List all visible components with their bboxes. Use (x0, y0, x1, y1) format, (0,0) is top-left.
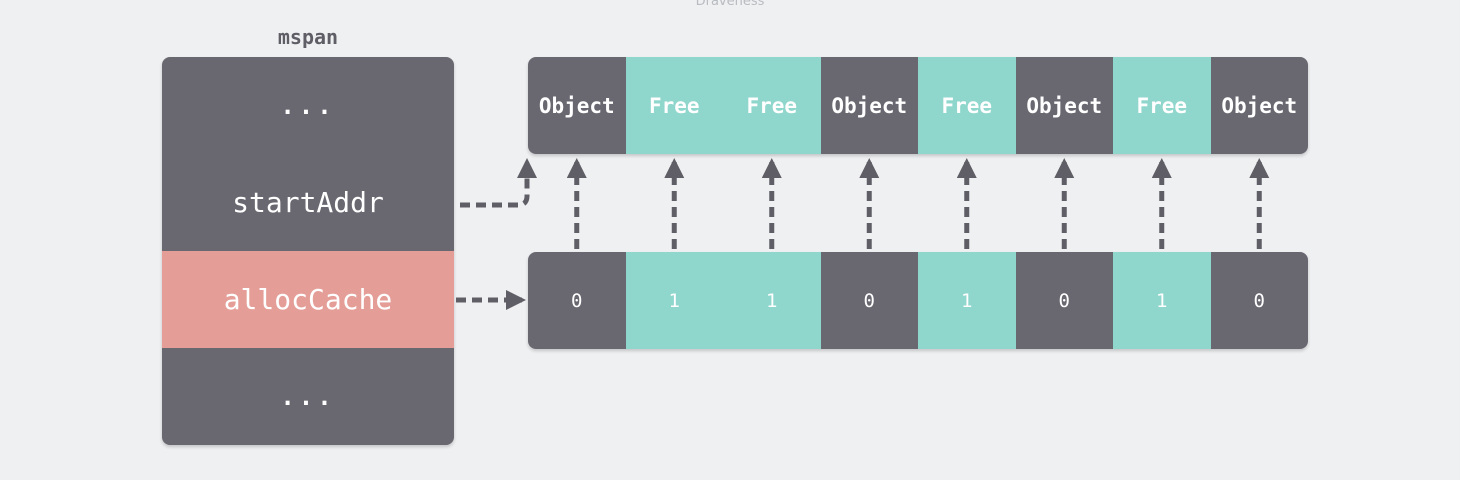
alloc-bits-row: 0 1 1 0 1 0 1 0 (528, 252, 1308, 349)
alloc-bit-0: 0 (820, 252, 918, 349)
alloc-bit-0: 0 (1015, 252, 1113, 349)
mspan-field-startaddr: startAddr (232, 186, 384, 219)
startaddr-pointer-arrow (460, 158, 537, 208)
mspan-field-ellipsis-top: ... (280, 91, 336, 120)
free-slot: Free (723, 57, 821, 154)
bit-to-slot-arrows (566, 158, 1270, 249)
alloc-bit-0: 0 (528, 252, 626, 349)
alloc-bit-1: 1 (1113, 252, 1211, 349)
mspan-struct: ... startAddr allocCache ... (162, 57, 454, 445)
free-slot: Free (625, 57, 723, 154)
object-slot: Object (820, 57, 918, 154)
watermark-text: Draveness (695, 0, 765, 9)
object-slot: Object (1210, 57, 1308, 154)
object-slots-row: Object Free Free Object Free Object Free… (528, 57, 1308, 154)
free-slot: Free (918, 57, 1016, 154)
object-slot: Object (528, 57, 626, 154)
object-slot: Object (1015, 57, 1113, 154)
mspan-field-ellipsis-bottom: ... (280, 382, 336, 411)
mspan-title: mspan (277, 25, 339, 49)
free-slot: Free (1113, 57, 1211, 154)
alloc-bit-1: 1 (918, 252, 1016, 349)
alloc-bit-1: 1 (723, 252, 821, 349)
alloc-bit-1: 1 (625, 252, 723, 349)
mspan-field-alloccache: allocCache (162, 251, 454, 348)
alloc-bit-0: 0 (1210, 252, 1308, 349)
